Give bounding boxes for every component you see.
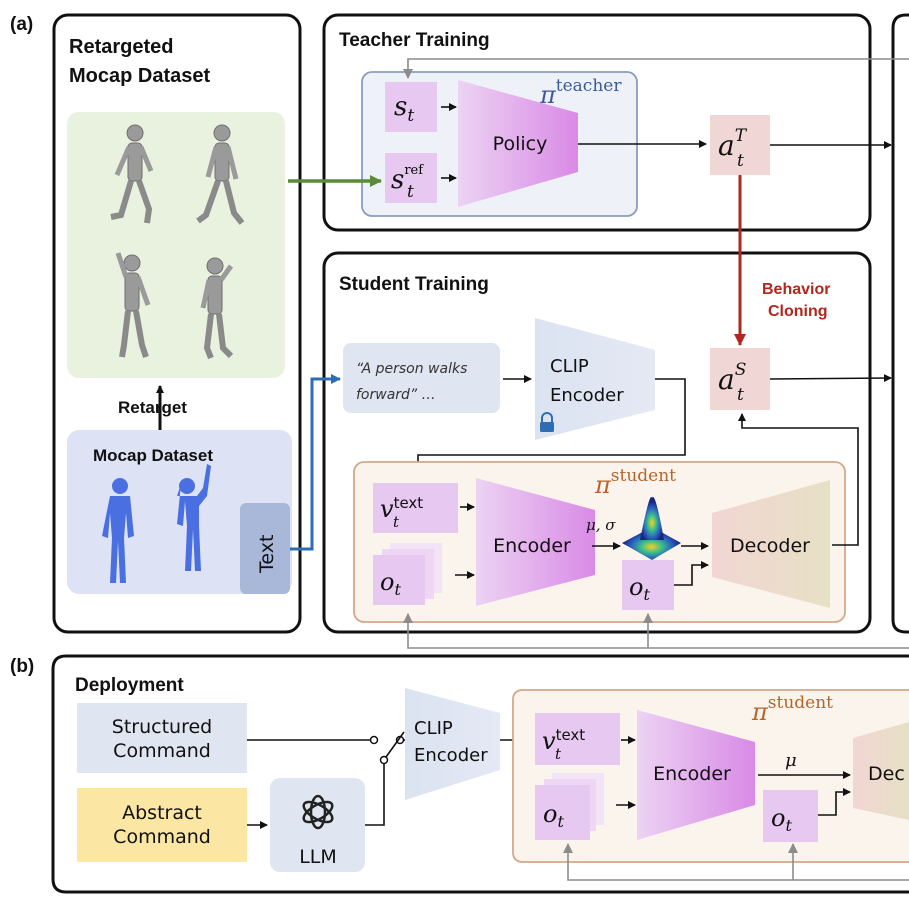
- student-training-panel: Student Training “A person walks forward…: [322, 251, 909, 649]
- panel-label-b: (b): [10, 656, 34, 677]
- teacher-action-subscript: t: [737, 151, 744, 171]
- environment-panel: [891, 13, 909, 634]
- text-label: Text: [256, 535, 278, 574]
- text-prompt-box: [343, 343, 500, 413]
- observation-box-decoder: [622, 560, 674, 610]
- abstract-command-box: [77, 788, 247, 862]
- text-embedding-symbol: vtext: [380, 494, 423, 523]
- lock-icon: [540, 412, 554, 432]
- deploy-observation-symbol-decoder: ot: [771, 804, 792, 835]
- text-to-prompt-arrow: [290, 374, 341, 551]
- policy-label: Policy: [493, 133, 548, 155]
- ref-state-subscript: t: [407, 182, 414, 202]
- observation-symbol: ot: [380, 568, 401, 599]
- retargeted-robots-panel: [67, 112, 285, 378]
- policy-network: [458, 80, 578, 207]
- latent-label: μ, σ: [586, 516, 616, 534]
- structured-line2: Command: [113, 740, 211, 762]
- student-pi-label: πstudent: [594, 466, 676, 499]
- deploy-clip-encoder: [405, 688, 500, 800]
- robot-figures: [110, 124, 245, 360]
- structured-line1: Structured: [112, 716, 212, 738]
- deploy-pi-label: πstudent: [751, 693, 833, 726]
- llm-label: LLM: [299, 846, 337, 868]
- deploy-observation-box-decoder: [763, 790, 818, 842]
- behavior-cloning-line1: Behavior: [762, 281, 830, 298]
- text-embedding-subscript: t: [393, 513, 400, 531]
- student-action-subscript: t: [737, 385, 744, 405]
- prompt-line1: “A person walks: [356, 361, 467, 377]
- human-figures: [102, 464, 211, 583]
- llm-box: [270, 778, 365, 872]
- mocap-label: Mocap Dataset: [93, 446, 213, 465]
- deploy-text-embedding-box: [535, 713, 620, 765]
- deploy-clip-line1: CLIP: [414, 718, 453, 739]
- observation-symbol-decoder: ot: [629, 573, 650, 604]
- deploy-decoder: [853, 722, 909, 820]
- text-embedding-box: [373, 483, 458, 533]
- ref-state-box: [385, 153, 437, 203]
- deploy-observation-symbol: ot: [543, 800, 564, 831]
- deploy-latent-label: μ: [785, 750, 797, 771]
- student-encoder: [476, 478, 595, 606]
- deploy-text-embedding-subscript: t: [555, 745, 562, 763]
- teacher-action-box: [710, 115, 770, 175]
- deploy-decoder-label: Dec: [868, 763, 905, 785]
- observation-feedback-arrow: [403, 613, 909, 649]
- state-box: [385, 82, 437, 132]
- teacher-pi-label: πteacher: [539, 76, 622, 109]
- structured-command-box: [77, 703, 247, 773]
- dataset-title-line1: Retargeted: [69, 36, 173, 58]
- openai-logo-icon: [302, 794, 334, 830]
- student-encoder-label: Encoder: [493, 535, 571, 557]
- teacher-title: Teacher Training: [339, 30, 490, 51]
- teacher-training-panel: Teacher Training πteacher st sref t Poli…: [322, 13, 909, 232]
- dataset-title-line2: Mocap Dataset: [69, 65, 210, 87]
- deploy-encoder-label: Encoder: [653, 763, 731, 785]
- clip-label-line2: Encoder: [550, 385, 624, 406]
- gaussian-distribution-icon: [622, 496, 681, 560]
- student-decoder-label: Decoder: [730, 535, 810, 557]
- panel-label-a: (a): [10, 14, 33, 35]
- deploy-text-embedding-symbol: vtext: [542, 726, 585, 755]
- ref-state-symbol: sref: [391, 163, 424, 195]
- deploy-encoder: [637, 710, 755, 840]
- clip-encoder: [535, 318, 655, 440]
- clip-label-line1: CLIP: [550, 356, 589, 377]
- state-feedback-arrow: [403, 58, 909, 79]
- teacher-action-symbol: aT: [718, 126, 748, 162]
- command-switch: [247, 731, 410, 826]
- abstract-line2: Command: [113, 826, 211, 848]
- abstract-line1: Abstract: [122, 802, 202, 824]
- prompt-line2: forward” …: [356, 387, 436, 403]
- retarget-label: Retarget: [118, 398, 187, 417]
- text-modality-box: [240, 503, 290, 594]
- deploy-observation-feedback-arrow: [563, 843, 909, 881]
- student-decoder: [712, 480, 830, 608]
- student-title: Student Training: [339, 274, 489, 295]
- student-action-box: [710, 348, 770, 410]
- deployment-panel: Deployment Structured Command Abstract C…: [51, 654, 909, 894]
- state-symbol: st: [394, 92, 414, 126]
- deploy-observation-box: [535, 785, 590, 840]
- dataset-panel: Retargeted Mocap Dataset Retarget Mocap …: [52, 13, 302, 634]
- deploy-clip-line2: Encoder: [414, 745, 488, 766]
- observation-box: [373, 555, 425, 605]
- deployment-title: Deployment: [75, 675, 184, 696]
- student-action-symbol: aS: [718, 360, 746, 396]
- behavior-cloning-line2: Cloning: [768, 303, 828, 320]
